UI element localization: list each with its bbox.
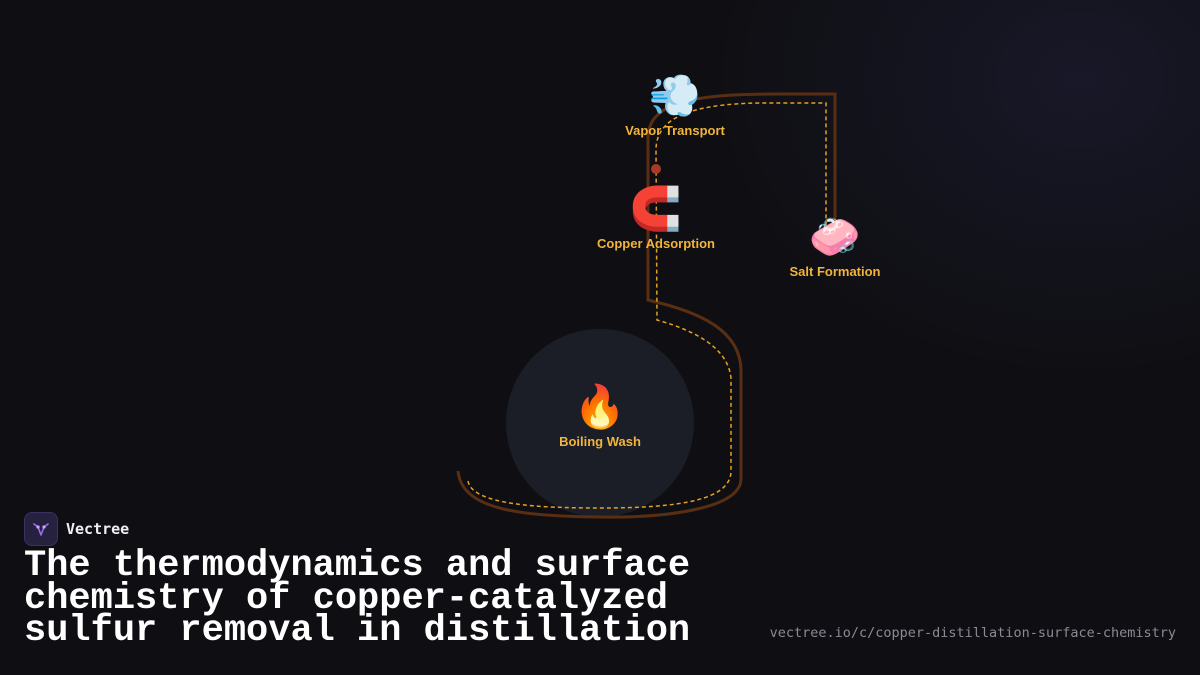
brand[interactable]: Vectree (24, 512, 129, 546)
source-url[interactable]: vectree.io/c/copper-distillation-surface… (769, 625, 1176, 641)
fire-icon: 🔥 (573, 385, 627, 431)
node-label: Salt Formation (789, 264, 881, 279)
node-label: Boiling Wash (559, 434, 641, 449)
node-label: Copper Adsorption (597, 236, 715, 251)
node-label: Vapor Transport (625, 123, 725, 138)
boiler-disc (506, 329, 694, 517)
still-pipe (456, 92, 837, 519)
brand-name: Vectree (66, 520, 130, 538)
page-title: The thermodynamics and surface chemistry… (24, 545, 691, 652)
magnet-icon: 🧲 (629, 187, 683, 233)
node-salt-formation: 🧼 Salt Formation (789, 214, 880, 279)
node-vapor-transport: 💨 Vapor Transport (625, 73, 725, 138)
node-boiling-wash: 🔥 Boiling Wash (559, 384, 641, 449)
vapor-flow-line (467, 102, 827, 509)
node-copper-adsorption: 🧲 Copper Adsorption (597, 186, 715, 251)
sulfur-particle (651, 164, 661, 174)
soap-icon: 🧼 (808, 215, 862, 261)
vectree-logo-icon (24, 512, 58, 546)
wind-icon: 💨 (648, 74, 702, 120)
